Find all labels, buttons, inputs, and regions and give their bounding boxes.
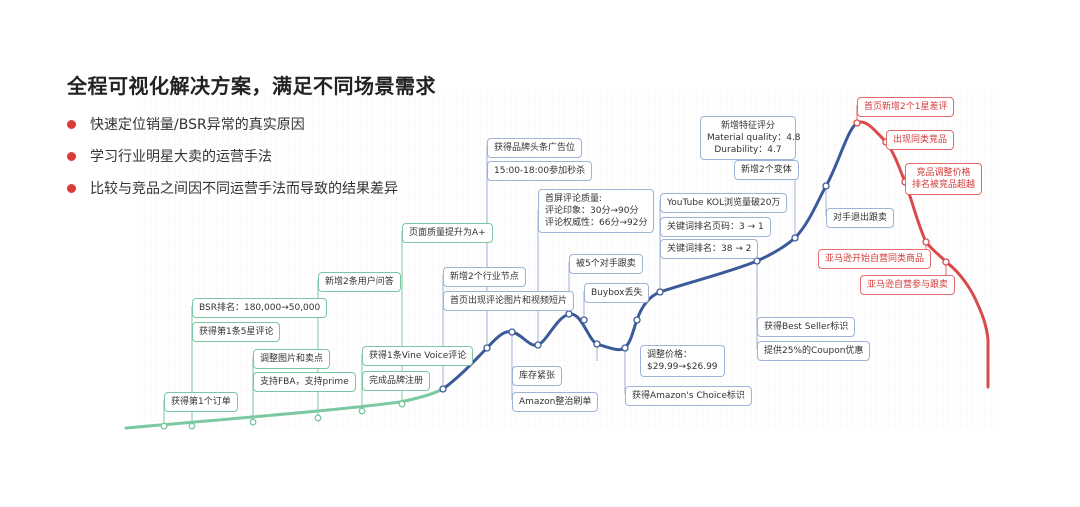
event-competitor-price: 竞品调整价格 排名被竞品超越 bbox=[905, 163, 983, 195]
node-b13[interactable] bbox=[656, 288, 664, 296]
event-competitor-appears: 出现同类竞品 bbox=[886, 130, 955, 150]
node-b10[interactable] bbox=[593, 340, 601, 348]
node-g4[interactable] bbox=[249, 418, 257, 426]
feature-list: 快速定位销量/BSR异常的真实原因 学习行业明星大卖的运营手法 比较与竞品之间因… bbox=[67, 108, 398, 204]
node-g7[interactable] bbox=[358, 407, 366, 415]
event-brand-registry: 完成品牌注册 bbox=[362, 371, 431, 391]
event-industry-nodes: 新增2个行业节点 bbox=[443, 267, 526, 287]
event-first-order: 获得第1个订单 bbox=[164, 392, 238, 412]
event-amazon-first-party: 亚马逊开始自营同类商品 bbox=[818, 249, 932, 269]
event-fba-prime: 支持FBA，支持prime bbox=[253, 372, 356, 392]
event-buybox-lost: Buybox丢失 bbox=[584, 283, 650, 303]
feature-item: 比较与竞品之间因不同运营手法而导致的结果差异 bbox=[67, 172, 398, 204]
node-b15[interactable] bbox=[791, 234, 799, 242]
event-low-stock: 库存紧张 bbox=[512, 366, 563, 386]
node-b1[interactable] bbox=[439, 385, 447, 393]
event-bsr-rank: BSR排名：180,000→50,000 bbox=[192, 298, 328, 318]
event-coupon: 提供25%的Coupon优惠 bbox=[757, 341, 871, 361]
bullet-dot-icon bbox=[67, 151, 76, 161]
event-keyword-rank: 关键词排名：38 → 2 bbox=[660, 239, 759, 259]
event-keyword-page: 关键词排名页码：3 → 1 bbox=[660, 217, 771, 237]
event-youtube-kol: YouTube KOL浏览量破20万 bbox=[660, 193, 788, 213]
node-b12[interactable] bbox=[633, 316, 641, 324]
event-flash-deal: 15:00-18:00参加秒杀 bbox=[487, 161, 593, 181]
feature-item: 学习行业明星大卖的运营手法 bbox=[67, 140, 398, 172]
bullet-dot-icon bbox=[67, 119, 76, 129]
event-1star-reviews: 首页新增2个1星差评 bbox=[857, 97, 955, 117]
event-adjust-images: 调整图片和卖点 bbox=[253, 349, 331, 369]
node-g9[interactable] bbox=[398, 400, 406, 408]
feature-text: 快速定位销量/BSR异常的真实原因 bbox=[90, 117, 305, 133]
event-variants-added: 新增2个变体 bbox=[734, 160, 799, 180]
node-b5[interactable] bbox=[534, 341, 542, 349]
node-b3[interactable] bbox=[483, 344, 491, 352]
curve-green-phase bbox=[124, 387, 445, 430]
node-b8[interactable] bbox=[565, 310, 573, 318]
event-best-seller: 获得Best Seller标识 bbox=[757, 317, 856, 337]
bullet-dot-icon bbox=[67, 183, 76, 193]
feature-item: 快速定位销量/BSR异常的真实原因 bbox=[67, 108, 398, 140]
event-review-quality: 首屏评论质量: 评论印象：30分→90分 评论权威性：66分→92分 bbox=[538, 189, 655, 233]
event-feature-ratings: 新增特征评分 Material quality：4.8 Durability：4… bbox=[700, 116, 801, 160]
event-competitor-left: 对手退出跟卖 bbox=[826, 208, 895, 228]
event-vine-voice: 获得1条Vine Voice评论 bbox=[362, 346, 474, 366]
node-b9[interactable] bbox=[580, 316, 588, 324]
feature-text: 学习行业明星大卖的运营手法 bbox=[90, 149, 272, 165]
event-brand-headline-ad: 获得品牌头条广告位 bbox=[487, 138, 583, 158]
node-r1[interactable] bbox=[853, 119, 861, 127]
event-amazon-joins-listing: 亚马逊自营参与跟卖 bbox=[860, 275, 956, 295]
node-b6[interactable] bbox=[508, 328, 516, 336]
node-b17[interactable] bbox=[753, 257, 761, 265]
node-g2[interactable] bbox=[188, 422, 196, 430]
event-qa-added: 新增2条用户问答 bbox=[318, 272, 401, 292]
event-amazon-crackdown: Amazon整治刷单 bbox=[512, 392, 599, 412]
event-review-media: 首页出现评论图片和视频短片 bbox=[443, 291, 575, 311]
feature-text: 比较与竞品之间因不同运营手法而导致的结果差异 bbox=[90, 181, 398, 197]
node-b19[interactable] bbox=[822, 182, 830, 190]
event-hijacked: 被5个对手跟卖 bbox=[569, 254, 643, 274]
node-g6[interactable] bbox=[314, 414, 322, 422]
event-a-plus: 页面质量提升为A+ bbox=[402, 223, 493, 243]
node-r4[interactable] bbox=[922, 238, 930, 246]
node-r5[interactable] bbox=[942, 258, 950, 266]
event-price-adjust: 调整价格： $29.99→$26.99 bbox=[640, 345, 725, 377]
event-amazons-choice: 获得Amazon's Choice标识 bbox=[625, 386, 752, 406]
node-b11[interactable] bbox=[621, 344, 629, 352]
node-g1[interactable] bbox=[160, 422, 168, 430]
event-first-5star-review: 获得第1条5星评论 bbox=[192, 322, 281, 342]
page-title: 全程可视化解决方案，满足不同场景需求 bbox=[67, 74, 436, 98]
